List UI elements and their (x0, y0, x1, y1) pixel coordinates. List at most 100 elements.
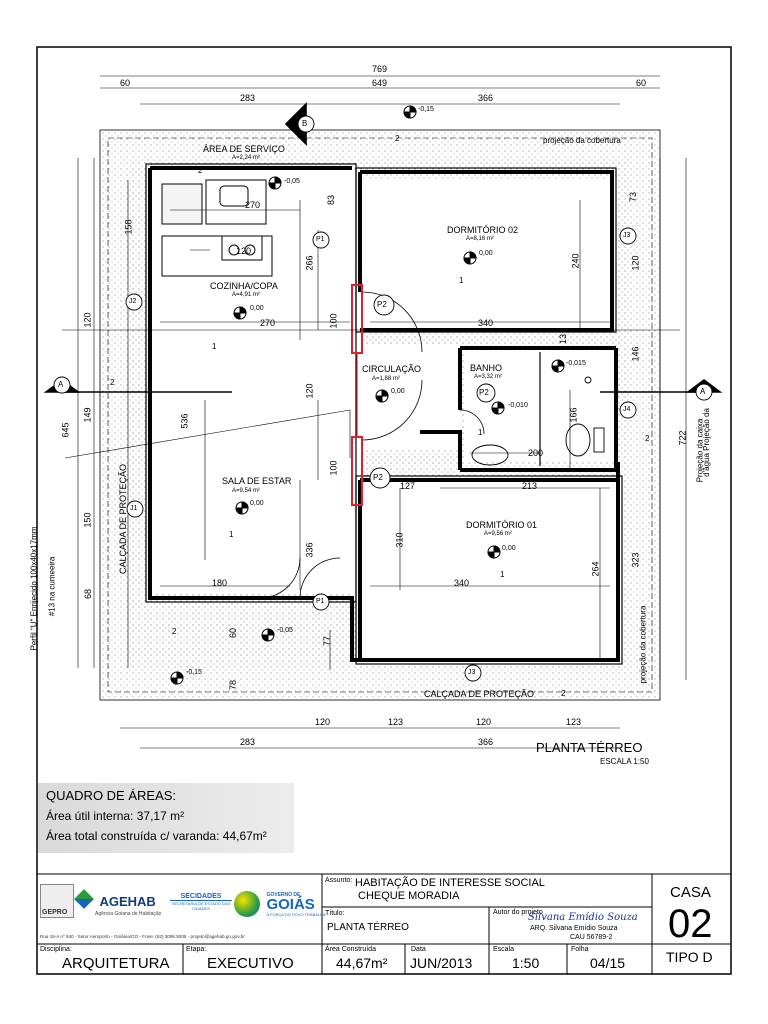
agehab-logo-text: AGEHAB (99, 894, 156, 909)
finish-tag-calcada-2: 2 (561, 689, 566, 698)
tb-etapa-label: Etapa: (186, 946, 207, 953)
room-floors (152, 170, 616, 660)
sheet-border (36, 46, 732, 975)
kitchen-fixtures (161, 179, 273, 277)
agehab-logo-subtext: Agência Goiana de Habitação (95, 911, 162, 917)
room-circulacao-level: 0,00 (391, 388, 405, 395)
room-sala-level: 0,00 (250, 500, 264, 507)
room-banho-area: A=3,32 m² (474, 374, 502, 380)
dim-bottom-b: 123 (388, 717, 404, 727)
dim-left-b: 120 (82, 312, 93, 328)
tag-j2: J2 (129, 298, 137, 305)
title-block-grid (37, 873, 731, 974)
dim-right-eave: 60 (636, 78, 647, 88)
dim-340a: 340 (478, 318, 494, 328)
dim-270b: 270 (260, 318, 276, 328)
tb-casa-label: CASA (670, 884, 711, 901)
dim-left-a: 158 (123, 219, 134, 235)
gepro-logo: GEPRO (40, 884, 74, 918)
dim-bottom-a: 120 (315, 717, 331, 727)
tb-autor-2: CAU 56789-2 (570, 934, 613, 941)
thin-walls (145, 163, 623, 665)
dim-seg2: 366 (478, 93, 494, 103)
goias-globe-icon (234, 891, 260, 917)
dim-bottom-c: 120 (476, 717, 492, 727)
room-sala-area: A=9,54 m² (232, 488, 260, 494)
dim-right-c: 146 (630, 346, 641, 362)
agehab-mark-icon (74, 889, 94, 909)
tb-data: JUN/2013 (410, 955, 473, 971)
dim-left-f: 536 (179, 413, 190, 429)
tb-tipo: TIPO D (666, 949, 713, 965)
agency-address: Rua 18-A nº 540 - Setor Aeroporto - Goiâ… (40, 934, 245, 939)
finish-tag-dorm02-1: 1 (459, 276, 464, 285)
areas-table: QUADRO DE ÁREAS: Área útil interna: 37,1… (38, 783, 294, 853)
dim-83: 83 (326, 194, 337, 206)
bathroom-fixtures (471, 376, 605, 466)
dim-bottom-d: 123 (566, 717, 582, 727)
tag-section-a-left: A (58, 380, 64, 389)
goias-logo: GOVERNO DE GOIÁS A FORÇA DO POVO TRABALH… (234, 891, 326, 917)
finish-tag-servico-2: 2 (198, 166, 203, 175)
tb-assunto-2: CHEQUE MORADIA (358, 890, 460, 902)
dim-120b: 120 (304, 383, 315, 399)
room-circulacao-name: CIRCULAÇÃO (362, 364, 422, 374)
dim-bottom-e: 283 (240, 737, 256, 747)
dim-right-b: 120 (630, 255, 641, 271)
tb-escala: 1:50 (512, 955, 540, 971)
finish-tag-entry-2: 2 (172, 627, 177, 636)
goias-gov-top: GOVERNO DE (266, 891, 301, 898)
dimension-lines (64, 75, 687, 749)
tag-j1: J1 (130, 505, 138, 512)
tb-assunto-label: Assunto: (325, 877, 353, 884)
note-calcada-left: CALÇADA DE PROTEÇÃO (118, 463, 129, 575)
note-perfil-1: Perfil "U" Enrijecido 100x40x17mm (29, 526, 39, 651)
tb-disciplina: ARQUITETURA (62, 955, 170, 972)
tb-folha: 04/15 (590, 955, 626, 971)
goias-logo-subtext: A FORÇA DO POVO TRABALHA (266, 911, 326, 917)
highlight-wall (351, 284, 363, 506)
dim-270a: 270 (245, 200, 261, 210)
tag-j4: J4 (623, 406, 631, 413)
dim-120a: 120 (236, 246, 252, 256)
room-dorm01-area: A=9,56 m² (484, 531, 512, 537)
secidades-logo: SECIDADES SECRETARIA DE ESTADO DAS CIDAD… (170, 893, 232, 911)
tb-titulo: PLANTA TÉRREO (327, 922, 409, 933)
room-dorm02-name: DORMITÓRIO 02 (447, 225, 519, 235)
dim-266: 266 (304, 255, 315, 271)
finish-tag-top-2: 2 (395, 134, 400, 143)
dim-right-a: 73 (628, 191, 639, 203)
areas-title: QUADRO DE ÁREAS: (46, 788, 177, 803)
finish-tag-cozinha-1: 1 (212, 342, 217, 351)
level-outside: -0,15 (186, 669, 202, 676)
dim-left-c: 149 (82, 407, 93, 423)
room-dorm02-area: A=8,16 m² (466, 236, 494, 242)
areas-util: Área útil interna: 37,17 m² (46, 809, 185, 823)
level-top: -0,15 (418, 106, 434, 113)
dim-77: 77 (322, 635, 333, 647)
dim-100a: 100 (328, 313, 339, 329)
dim-127: 127 (400, 481, 416, 491)
note-perfil-2: #13 na cumeeira (47, 556, 57, 617)
dim-340b: 340 (454, 578, 470, 588)
room-dorm02-level: 0,00 (479, 250, 493, 257)
dim-left-e: 68 (83, 588, 94, 600)
areas-total: Área total construída c/ varanda: 44,67m… (46, 829, 267, 843)
tag-section-b: B (302, 119, 308, 128)
dim-180: 180 (212, 578, 228, 588)
gepro-logo-text: GEPRO (42, 909, 68, 916)
dim-60: 60 (228, 627, 239, 639)
room-banho-level: -0,010 (508, 402, 528, 409)
tag-j3-bottom: J3 (468, 669, 476, 676)
dim-right-f: 264 (590, 561, 601, 577)
level-servico: -0,05 (284, 178, 300, 185)
agehab-logo: AGEHAB Agência Goiana de Habitação (74, 889, 162, 917)
dim-left-eave: 60 (120, 78, 131, 88)
finish-tag-banho-1: 1 (478, 428, 483, 437)
plan-scale: ESCALA 1:50 (600, 757, 649, 766)
dim-78: 78 (228, 679, 239, 691)
dim-100b: 100 (328, 460, 339, 476)
plan-title: PLANTA TÉRREO (536, 740, 643, 755)
tb-disciplina-label: Disciplina: (40, 946, 72, 953)
